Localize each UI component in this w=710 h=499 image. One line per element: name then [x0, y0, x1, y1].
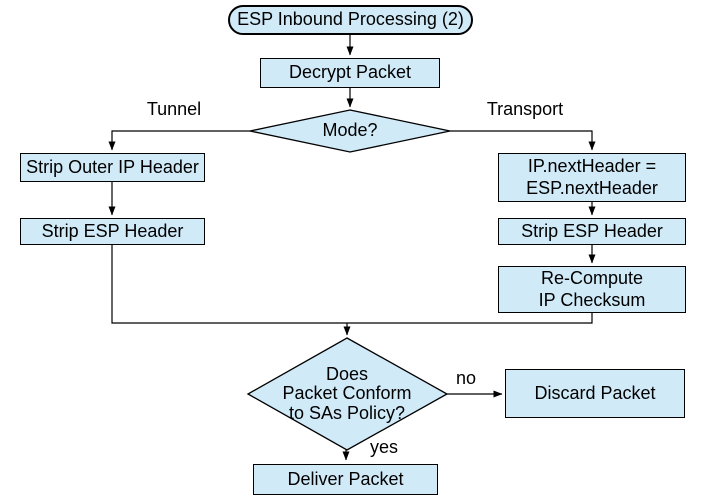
edge-label-yes: yes [369, 437, 398, 457]
node-decrypt-packet: Decrypt Packet [260, 58, 440, 88]
connector-mode-tunnel [108, 130, 250, 151]
node-esp-inbound-processing: ESP Inbound Processing (2) [228, 5, 473, 35]
connector-merge-line [111, 245, 593, 324]
node-recompute-ip-checksum: Re-Compute IP Checksum [498, 266, 686, 313]
decision-mode-label: Mode? [322, 120, 378, 141]
node-strip-outer-ip-header: Strip Outer IP Header [20, 153, 205, 182]
edge-label-tunnel: Tunnel [146, 99, 202, 119]
connector-mode-transport [450, 130, 596, 151]
node-ip-nextheader-assign: IP.nextHeader = ESP.nextHeader [498, 153, 686, 202]
node-deliver-packet: Deliver Packet [253, 464, 438, 495]
decision-policy-label: Does Packet Conform to SAs Policy? [282, 363, 412, 423]
node-strip-esp-header-tunnel: Strip ESP Header [20, 218, 205, 245]
node-strip-esp-header-transport: Strip ESP Header [498, 218, 686, 245]
decision-mode-shape [249, 109, 451, 153]
edge-label-no: no [455, 368, 477, 388]
decision-policy-shape [246, 337, 449, 451]
node-discard-packet: Discard Packet [505, 369, 685, 418]
edge-label-transport: Transport [486, 99, 564, 119]
